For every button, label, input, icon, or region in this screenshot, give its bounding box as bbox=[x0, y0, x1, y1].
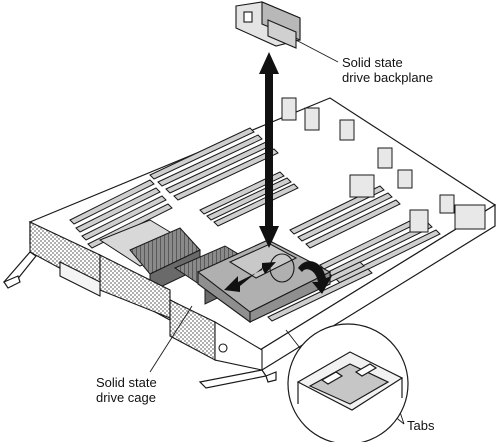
tabs-callout: Tabs bbox=[407, 418, 434, 433]
slide-arrow-icon bbox=[224, 262, 276, 292]
heat-sink-left bbox=[98, 219, 201, 293]
ssd-backplane bbox=[235, 1, 301, 49]
ssd-cage-callout: Solid state drive cage bbox=[96, 375, 157, 405]
tabs-label: Tabs bbox=[407, 418, 435, 433]
ssd-cage-label-line1: Solid state bbox=[96, 375, 157, 390]
lift-arrow-icon bbox=[259, 52, 279, 248]
memory-modules-center bbox=[199, 171, 401, 249]
ssd-backplane-callout: Solid state drive backplane bbox=[342, 55, 433, 85]
release-handles bbox=[3, 251, 277, 389]
ssd-cage-label-line2: drive cage bbox=[96, 390, 156, 405]
ssd-cage bbox=[196, 239, 332, 324]
rear-connectors bbox=[281, 97, 486, 233]
ssd-backplane-label-line1: Solid state bbox=[342, 55, 403, 70]
front-panel bbox=[29, 221, 263, 371]
rotate-arrow-icon bbox=[298, 261, 332, 294]
ssd-backplane-label-line2: drive backplane bbox=[342, 70, 434, 85]
tabs-detail-view bbox=[287, 323, 409, 442]
